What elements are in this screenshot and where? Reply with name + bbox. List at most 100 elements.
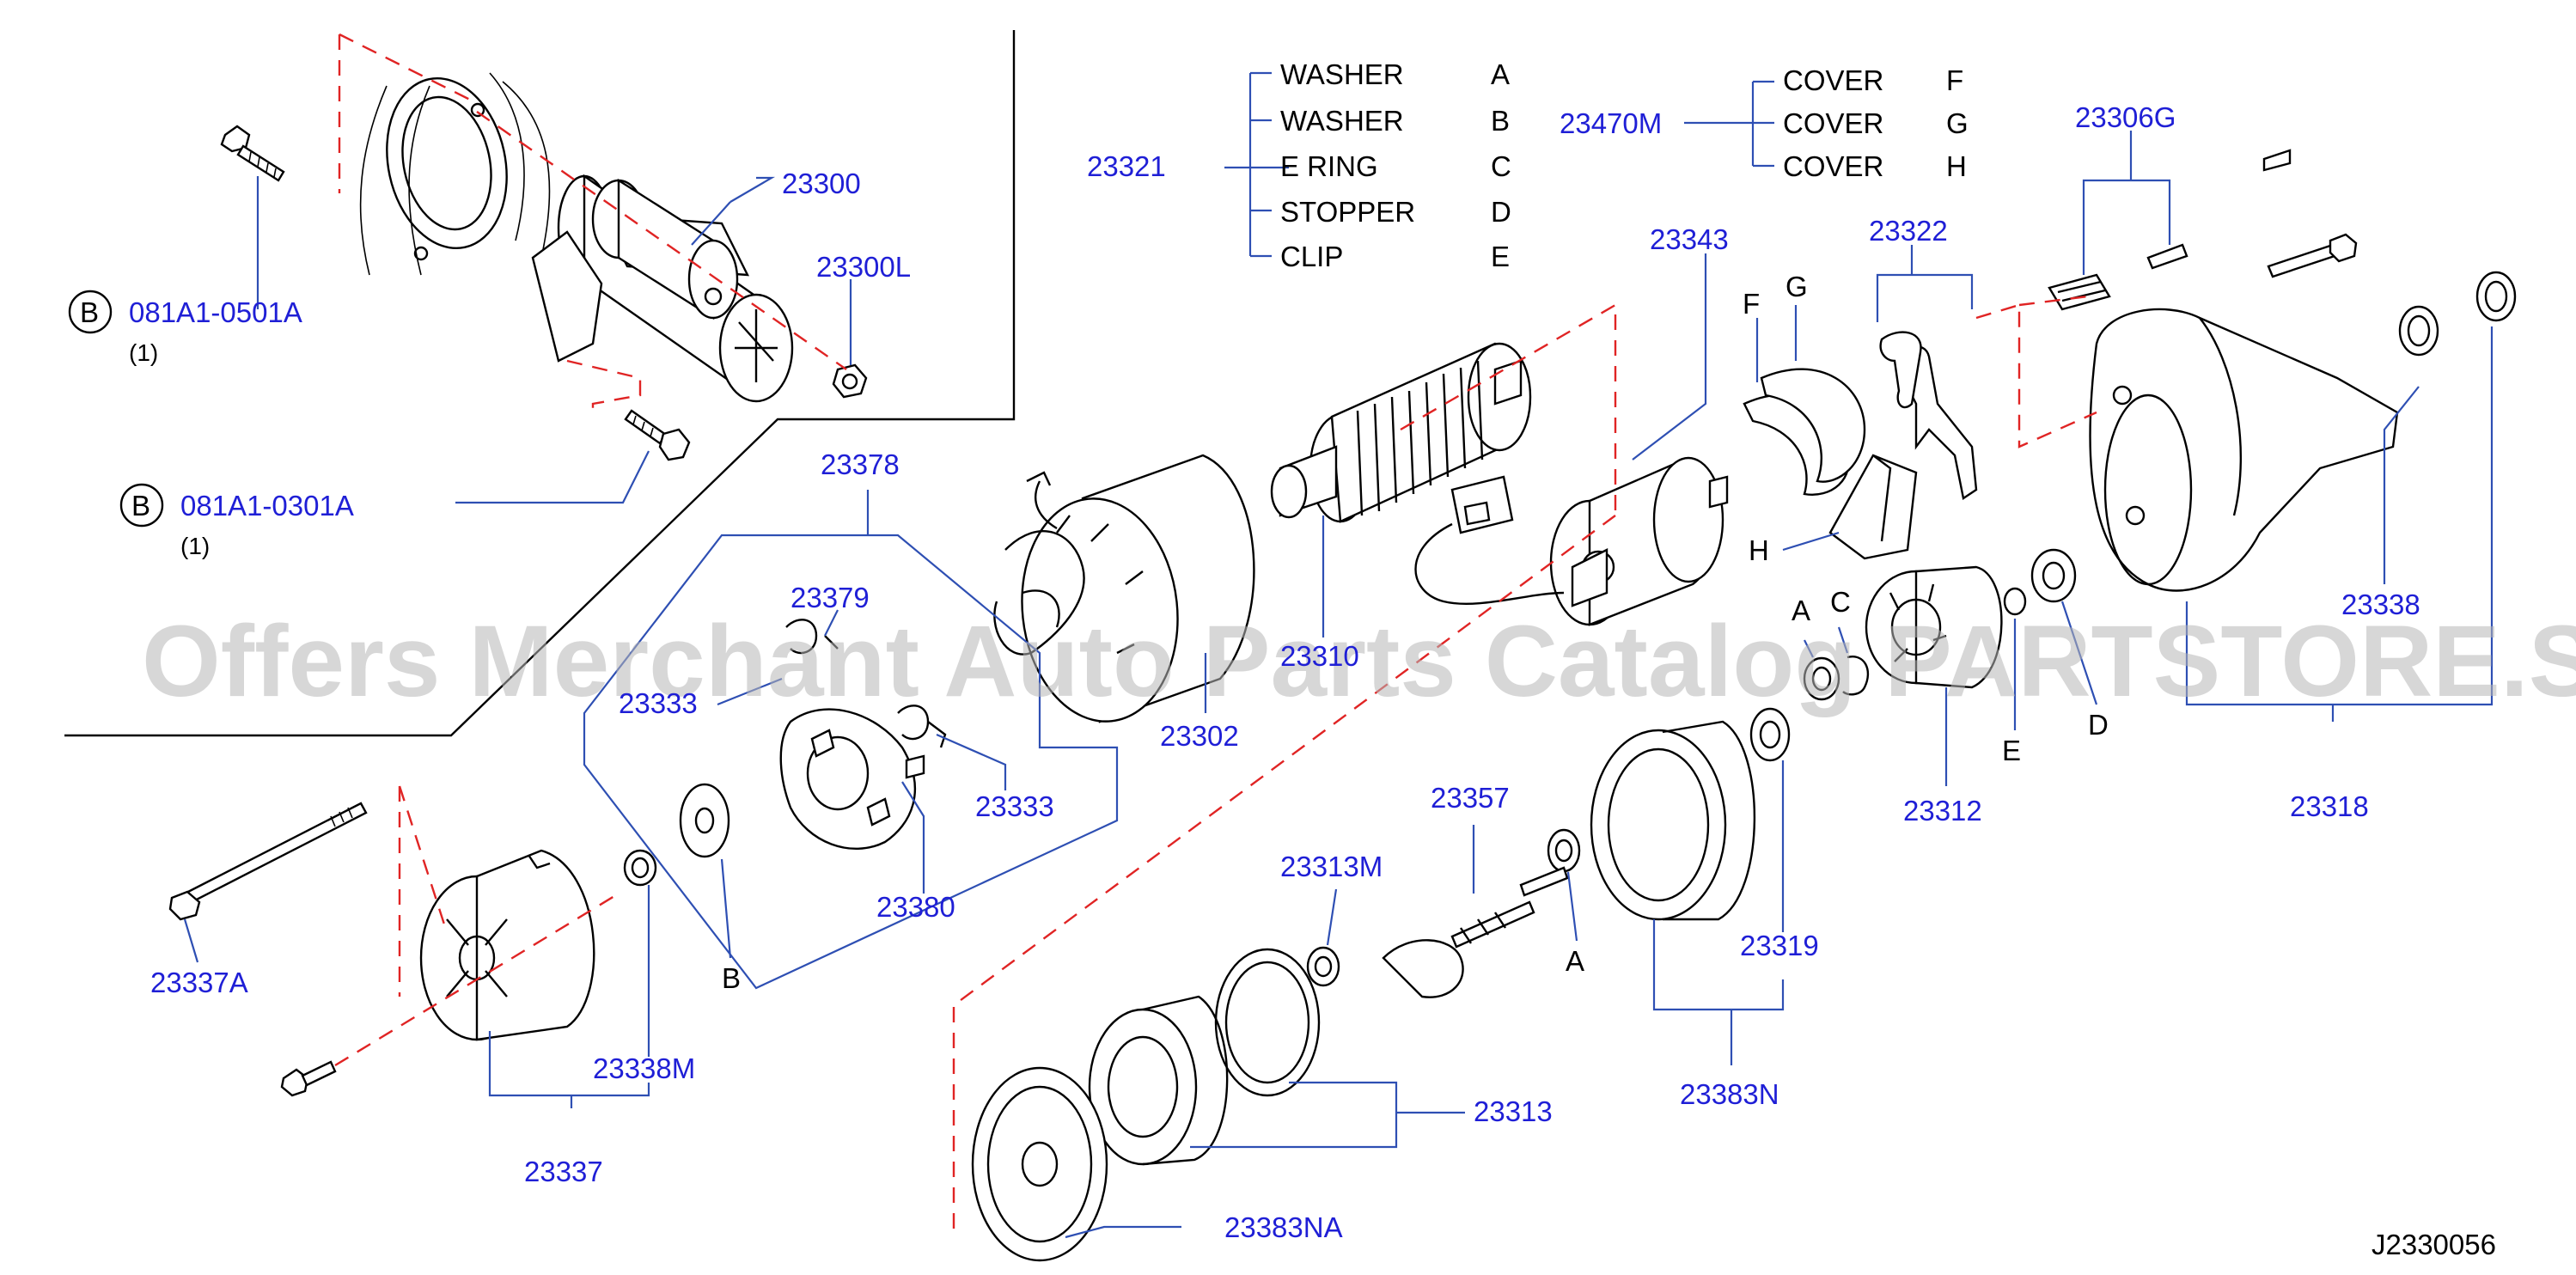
callout-letter-B: B [722, 962, 741, 994]
internal-gear-23383N[interactable] [1590, 720, 1756, 921]
callout-letter-E: E [2002, 735, 2021, 766]
solenoid-23343[interactable] [1414, 456, 1729, 626]
stopper-D[interactable] [2030, 548, 2077, 603]
kit-item-letter: D [1491, 196, 1511, 228]
kit-item-letter: B [1491, 105, 1510, 137]
kit-item-name: WASHER [1280, 105, 1404, 137]
part-number-23302[interactable]: 23302 [1160, 720, 1239, 752]
part-number-23380[interactable]: 23380 [876, 891, 955, 923]
washer-B[interactable] [679, 783, 730, 858]
rear-screw[interactable] [280, 1060, 337, 1097]
bush-23338[interactable] [2398, 271, 2517, 357]
kit-23470M-legend: 23470M COVER F COVER G COVER H [1560, 64, 1969, 182]
part-number-23310[interactable]: 23310 [1280, 640, 1359, 672]
kit-23321-legend: 23321 WASHER A WASHER B E RING C STOPPER… [1087, 58, 1511, 272]
part-number-23338M[interactable]: 23338M [593, 1052, 695, 1084]
e-ring-C[interactable] [1842, 656, 1870, 696]
brush-spring-23379[interactable] [785, 619, 839, 655]
bolt-081A1-0301A[interactable] [624, 409, 691, 461]
part-number-23333-right[interactable]: 23333 [975, 790, 1054, 822]
bolt-ref-qty: (1) [180, 533, 210, 559]
washer-A-bottom[interactable] [1547, 828, 1581, 873]
part-number-23357[interactable]: 23357 [1431, 782, 1510, 814]
bolt-ref-circle [119, 483, 164, 528]
part-number-23337[interactable]: 23337 [524, 1156, 603, 1187]
engine-housing-sketch [359, 72, 551, 276]
bolt-ref-circle-letter: B [80, 296, 99, 328]
part-number-23383N[interactable]: 23383N [1680, 1078, 1779, 1110]
part-number-23470M[interactable]: 23470M [1560, 107, 1662, 139]
brush-spring-23333[interactable] [897, 705, 947, 748]
leader-lines [183, 71, 2494, 1239]
part-number-23318[interactable]: 23318 [2290, 790, 2369, 822]
part-number-23321[interactable]: 23321 [1087, 150, 1166, 182]
shift-lever-23322[interactable] [1879, 331, 1978, 500]
bolt-ref-part-number[interactable]: 081A1-0501A [129, 296, 302, 328]
callout-letter-A: A [1566, 945, 1584, 977]
part-number-23306G[interactable]: 23306G [2075, 101, 2176, 133]
part-number-23338[interactable]: 23338 [2341, 589, 2420, 620]
part-number-23300L[interactable]: 23300L [816, 251, 911, 283]
bush-23338M[interactable] [623, 849, 657, 887]
gear-ring-23313[interactable] [1214, 948, 1321, 1097]
pinion-23312[interactable] [1865, 565, 2003, 689]
yoke-field-coil-23302[interactable] [993, 454, 1255, 729]
part-number-23313[interactable]: 23313 [1474, 1095, 1553, 1127]
planet-carrier-23313[interactable] [1088, 995, 1229, 1166]
nut-23300L[interactable] [832, 363, 868, 399]
gear-housing-23318[interactable] [2089, 149, 2399, 592]
bolt-ref-081A1-0301A[interactable]: B 081A1-0301A (1) [119, 483, 354, 559]
part-number-23378[interactable]: 23378 [821, 448, 900, 480]
kit-item-name: STOPPER [1280, 196, 1415, 228]
kit-item-letter: E [1491, 241, 1510, 272]
part-number-23383NA[interactable]: 23383NA [1224, 1211, 1343, 1243]
kit-item-letter: H [1946, 150, 1967, 182]
part-number-23313M[interactable]: 23313M [1280, 851, 1383, 882]
brush-holder-23380[interactable] [779, 708, 925, 851]
watermark-text: Offers Merchant Auto Parts Catalog PARTS… [142, 605, 2576, 718]
bearing-23313M[interactable] [1306, 946, 1340, 987]
callout-letter-F: F [1743, 288, 1760, 320]
housing-bolt[interactable] [2267, 233, 2358, 278]
bolt-081A1-0501A[interactable] [220, 125, 285, 182]
bolt-ref-qty: (1) [129, 339, 158, 366]
part-number-23343[interactable]: 23343 [1650, 223, 1729, 255]
callout-letter-A: A [1792, 595, 1810, 626]
callout-letter-H: H [1749, 534, 1769, 566]
bolt-ref-circle-letter: B [131, 490, 150, 522]
bolt-ref-081A1-0501A[interactable]: B 081A1-0501A (1) [68, 290, 302, 366]
starter-assembly-23300[interactable] [531, 174, 794, 403]
part-number-23333-left[interactable]: 23333 [619, 687, 698, 719]
through-bolt-23337A[interactable] [168, 802, 368, 921]
part-number-23379[interactable]: 23379 [791, 582, 870, 613]
washer-A-top[interactable] [1803, 656, 1840, 701]
rear-cover-23337[interactable] [419, 849, 595, 1041]
part-number-23322[interactable]: 23322 [1869, 215, 1948, 247]
kit-item-name: E RING [1280, 150, 1378, 182]
gear-23319[interactable] [1749, 707, 1791, 762]
part-number-23312[interactable]: 23312 [1903, 795, 1982, 827]
clip-E[interactable] [2003, 587, 2027, 616]
plate-23306G[interactable] [2048, 243, 2188, 311]
inset-frame [64, 30, 1016, 737]
kit-item-letter: A [1491, 58, 1510, 90]
cover-G[interactable] [1760, 368, 1866, 483]
kit-item-name: CLIP [1280, 241, 1343, 272]
kit-item-name: COVER [1783, 107, 1883, 139]
part-number-labels: 23300 23300L 23378 23379 23333 23333 233… [150, 101, 2420, 1243]
plate-23383NA[interactable] [971, 1066, 1108, 1262]
part-number-23319[interactable]: 23319 [1740, 930, 1819, 961]
cover-H[interactable] [1828, 454, 1918, 560]
diagram-code: J2330056 [2372, 1229, 2496, 1260]
shaft-23357[interactable] [1382, 866, 1569, 998]
callout-letter-G: G [1785, 271, 1808, 302]
kit-item-name: COVER [1783, 64, 1883, 96]
callout-letter-D: D [2088, 709, 2109, 741]
kit-item-letter: F [1946, 64, 1963, 96]
kit-item-letter: G [1946, 107, 1969, 139]
part-number-23337A[interactable]: 23337A [150, 967, 248, 998]
kit-item-name: COVER [1783, 150, 1883, 182]
bolt-ref-part-number[interactable]: 081A1-0301A [180, 490, 354, 522]
part-number-23300[interactable]: 23300 [782, 168, 861, 199]
